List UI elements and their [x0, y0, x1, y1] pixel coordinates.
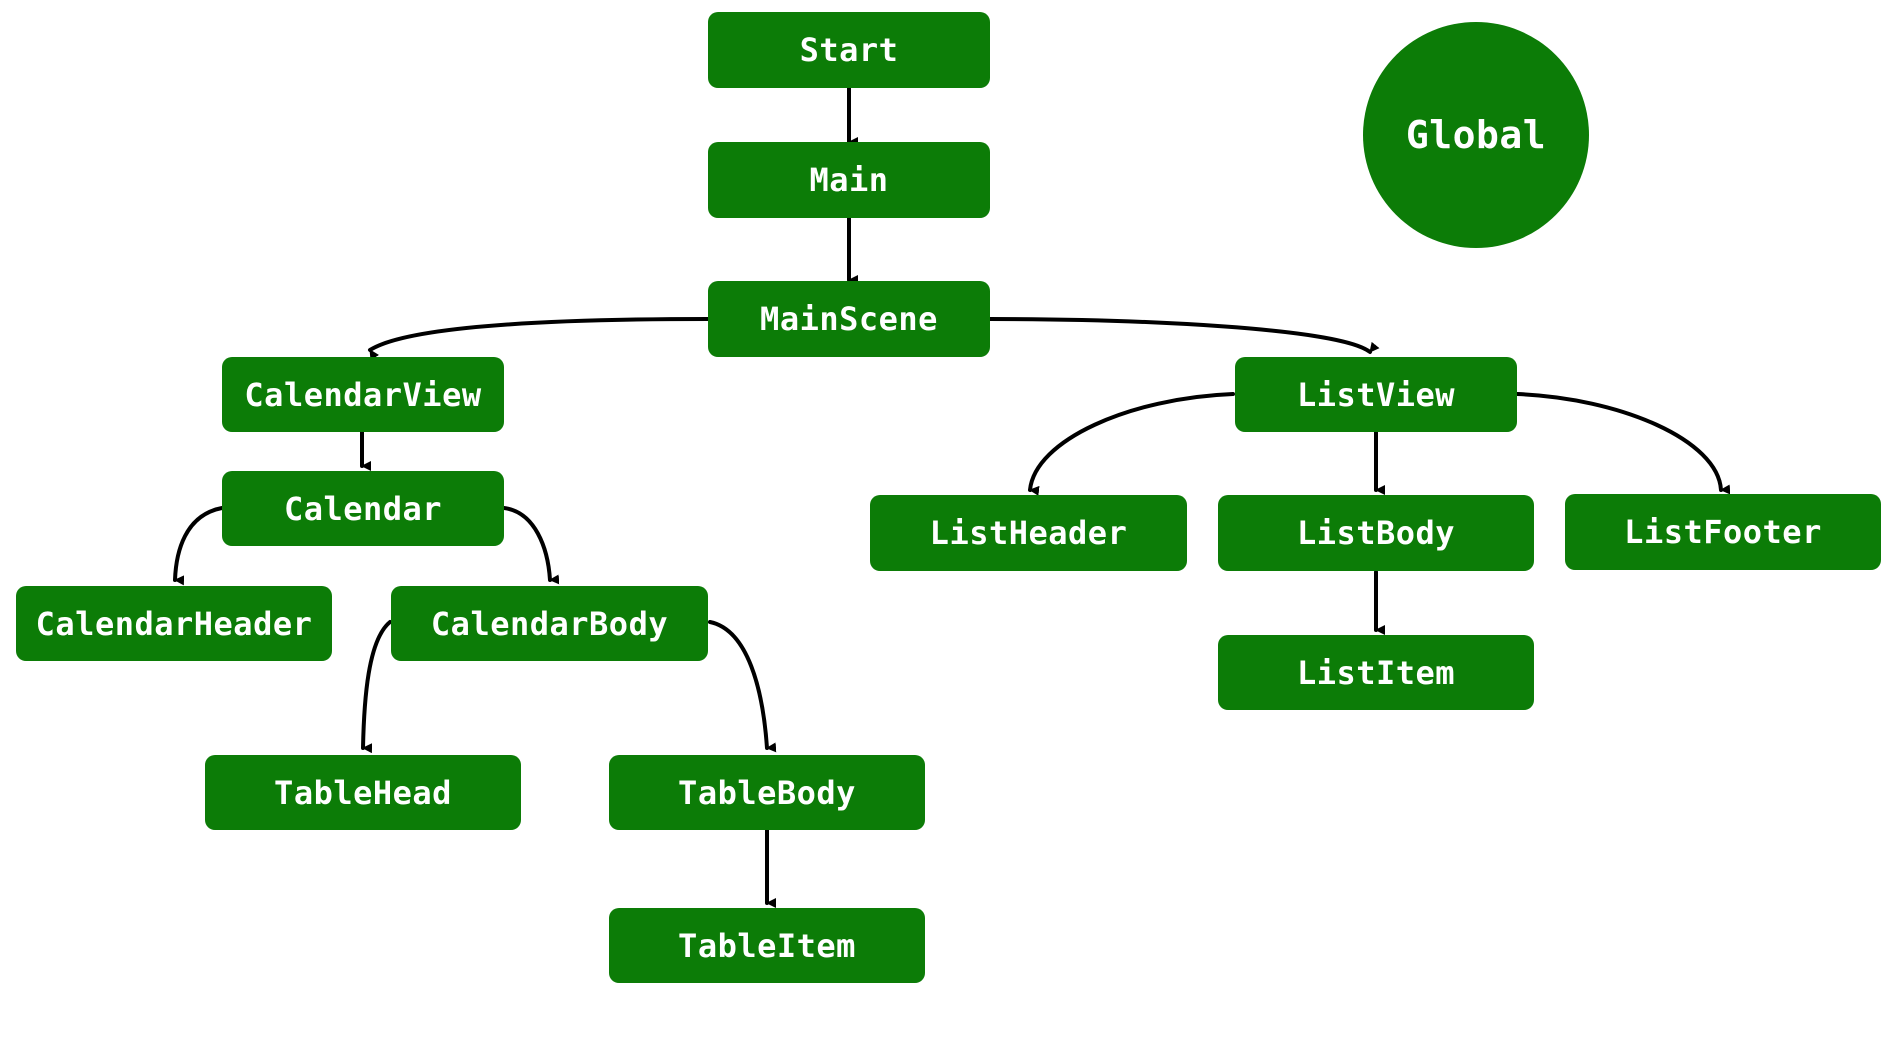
node-table-body: TableBody — [609, 755, 925, 830]
node-list-item: ListItem — [1218, 635, 1534, 710]
edge-calendar-calendarbody — [502, 506, 560, 585]
edge-listview-listheader — [1028, 392, 1235, 496]
edge-calendarbody-tablebody — [708, 620, 777, 753]
node-list-header: ListHeader — [870, 495, 1187, 571]
node-calendar: Calendar — [222, 471, 504, 546]
node-list-view: ListView — [1235, 357, 1517, 432]
node-start: Start — [708, 12, 990, 88]
node-calendar-body: CalendarBody — [391, 586, 708, 661]
edge-mainscene-listview — [988, 317, 1380, 354]
node-main: Main — [708, 142, 990, 218]
edge-calendarbody-tablehead — [361, 620, 392, 754]
edge-calendar-calendarheader — [173, 506, 224, 586]
node-table-head: TableHead — [205, 755, 521, 830]
node-global: Global — [1363, 22, 1589, 248]
node-main-scene: MainScene — [708, 281, 990, 357]
node-calendar-view: CalendarView — [222, 357, 504, 432]
node-list-footer: ListFooter — [1565, 494, 1881, 570]
edge-mainscene-calendarview — [368, 317, 710, 361]
node-table-item: TableItem — [609, 908, 925, 983]
node-list-body: ListBody — [1218, 495, 1534, 571]
node-calendar-header: CalendarHeader — [16, 586, 332, 661]
edge-listview-listfooter — [1515, 392, 1731, 495]
edges-layer — [173, 86, 1731, 908]
